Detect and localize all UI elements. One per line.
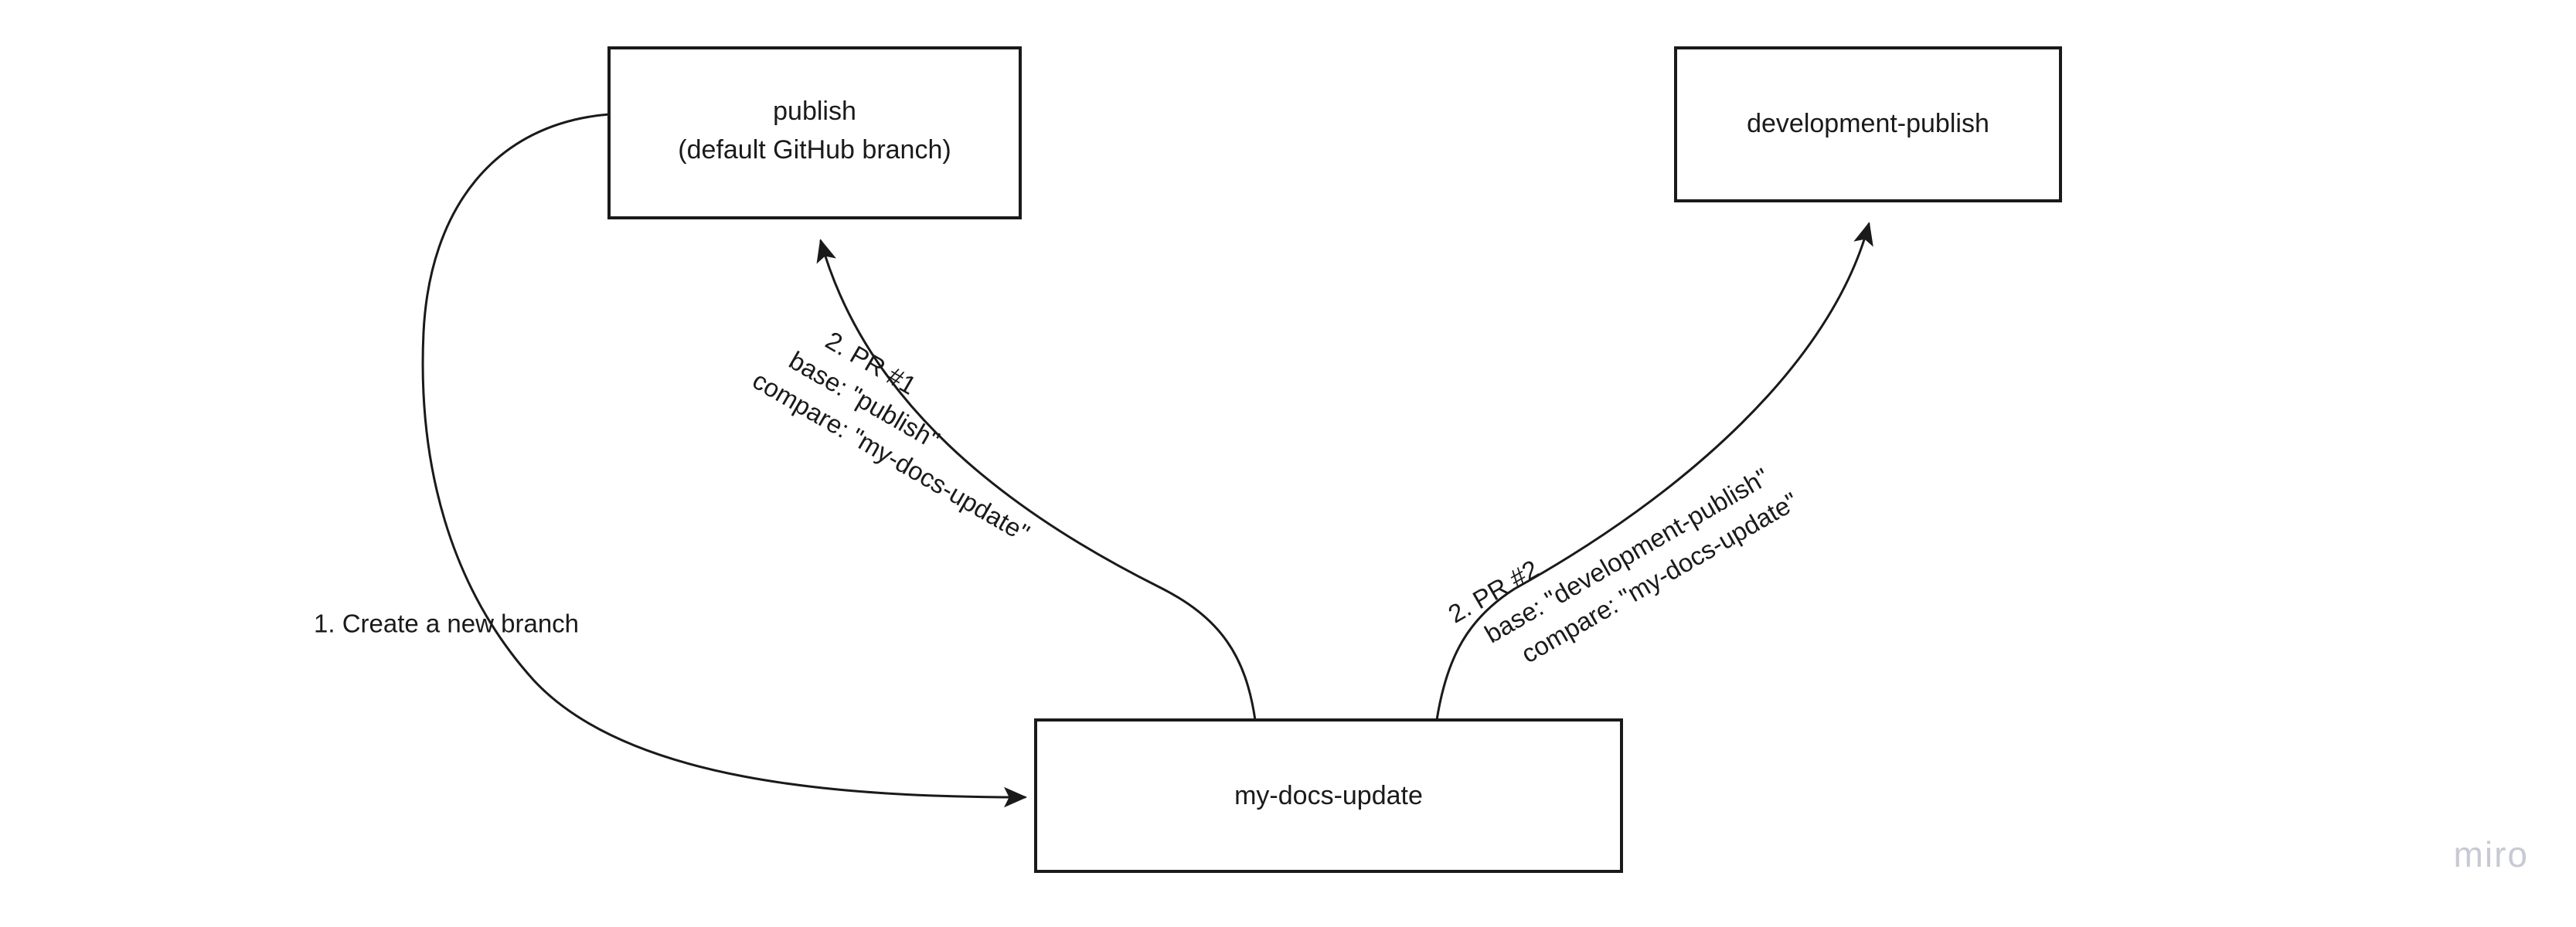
node-publish-label-line2: (default GitHub branch)	[678, 135, 951, 165]
node-my-docs-update-label: my-docs-update	[1234, 781, 1423, 810]
node-development-publish-label: development-publish	[1747, 109, 1989, 138]
miro-watermark: miro	[2454, 834, 2529, 874]
node-development-publish-rect[interactable]	[1674, 46, 2062, 202]
edge-create-branch-label: 1. Create a new branch	[314, 610, 579, 638]
node-publish-label-line1: publish	[773, 97, 856, 126]
node-development-publish[interactable]: development-publish	[1674, 46, 2062, 202]
edge-pr2-label-line2: base: "development-publish"	[1480, 462, 1774, 648]
edge-pr1-label-line3: compare: "my-docs-update"	[748, 365, 1035, 547]
edge-pr1-label-group: 2. PR #1 base: "publish" compare: "my-do…	[748, 326, 1035, 548]
edge-pr2-path	[1435, 222, 1873, 722]
edge-create-branch: 1. Create a new branch	[314, 113, 1027, 808]
edge-create-branch-path	[421, 113, 1027, 808]
edge-pr1: 2. PR #1 base: "publish" compare: "my-do…	[748, 239, 1257, 722]
node-publish-rect[interactable]	[607, 46, 1022, 219]
node-my-docs-update-rect[interactable]	[1034, 718, 1623, 873]
node-my-docs-update[interactable]: my-docs-update	[1034, 718, 1623, 873]
edge-pr2-label-group: 2. PR #2 base: "development-publish" com…	[1443, 462, 1802, 668]
edge-pr2: 2. PR #2 base: "development-publish" com…	[1435, 222, 1873, 722]
node-publish[interactable]: publish (default GitHub branch)	[607, 46, 1022, 219]
edge-pr1-path	[816, 239, 1257, 722]
